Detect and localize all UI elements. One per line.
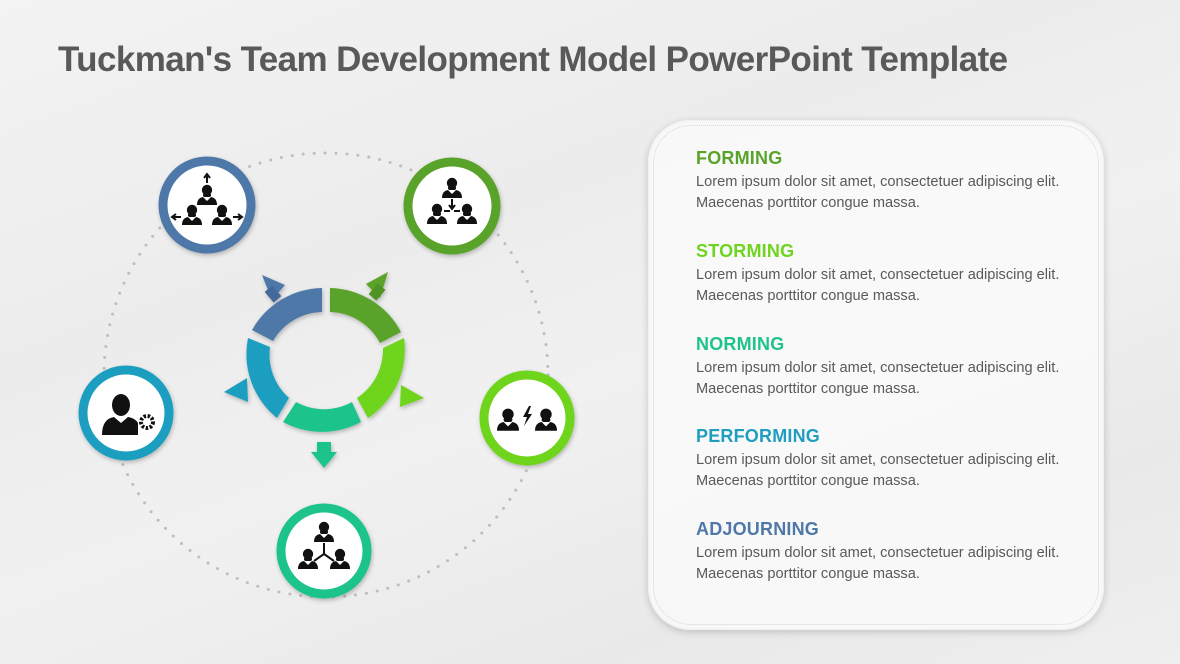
stage-heading-performing: PERFORMING [696, 426, 821, 446]
stage-heading-norming: NORMING [696, 334, 785, 354]
stage-norming: NORMING Lorem ipsum dolor sit amet, cons… [696, 334, 1076, 400]
person-gear-icon [102, 394, 155, 435]
stage-performing: PERFORMING Lorem ipsum dolor sit amet, c… [696, 426, 1076, 492]
page-title: Tuckman's Team Development Model PowerPo… [58, 40, 1008, 79]
stages-panel: FORMING Lorem ipsum dolor sit amet, cons… [648, 120, 1104, 630]
stage-heading-adjourning: ADJOURNING [696, 519, 820, 539]
stage-icon-forming [403, 157, 501, 255]
ring-segment-norming [283, 402, 361, 468]
team-hierarchy-icon [298, 521, 350, 569]
org-chart-merge-icon [427, 177, 477, 224]
ring-segment-forming [330, 272, 401, 343]
dotted-orbit [102, 151, 550, 599]
stage-adjourning: ADJOURNING Lorem ipsum dolor sit amet, c… [696, 519, 1076, 585]
stage-icon-adjourning [158, 156, 256, 254]
conflict-people-icon [497, 406, 557, 431]
cycle-ring [224, 272, 424, 468]
cycle-diagram [78, 151, 575, 599]
stage-storming: STORMING Lorem ipsum dolor sit amet, con… [696, 241, 1076, 307]
stage-heading-storming: STORMING [696, 241, 795, 261]
team-disperse-icon [170, 172, 244, 225]
stage-description-adjourning: Lorem ipsum dolor sit amet, consectetuer… [696, 545, 1060, 582]
ring-segment-adjourning [252, 275, 322, 341]
stage-description-forming: Lorem ipsum dolor sit amet, consectetuer… [696, 174, 1060, 211]
ring-segment-storming [357, 338, 424, 418]
stage-description-norming: Lorem ipsum dolor sit amet, consectetuer… [696, 360, 1060, 397]
stage-icon-storming [479, 370, 575, 466]
stage-description-storming: Lorem ipsum dolor sit amet, consectetuer… [696, 267, 1060, 304]
ring-segment-performing [224, 338, 289, 418]
stage-icon-performing [78, 365, 174, 461]
stage-forming: FORMING Lorem ipsum dolor sit amet, cons… [696, 148, 1076, 214]
stage-heading-forming: FORMING [696, 148, 783, 168]
panel-dotted-border [653, 125, 1099, 625]
stage-description-performing: Lorem ipsum dolor sit amet, consectetuer… [696, 452, 1060, 489]
stage-icon-norming [276, 503, 372, 599]
